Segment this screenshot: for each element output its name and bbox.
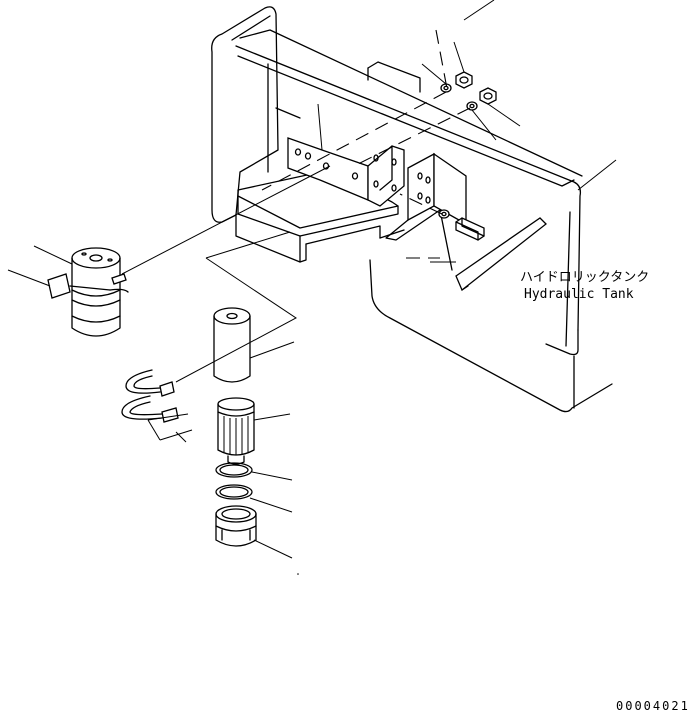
right-bracket xyxy=(385,152,547,292)
tank-label-en: Hydraulic Tank xyxy=(524,287,634,302)
assembly-center-lines xyxy=(261,29,471,259)
o-ring-lower xyxy=(215,484,293,513)
filter-axis-line xyxy=(175,257,297,383)
hex-nut-upper xyxy=(455,71,473,89)
left-bracket xyxy=(287,103,405,207)
pressure-sensor xyxy=(7,245,129,337)
hex-nut-lower xyxy=(479,87,497,105)
washer-bolt xyxy=(438,209,450,219)
filter-head xyxy=(215,505,293,559)
filter-case xyxy=(213,307,295,383)
bolt xyxy=(455,217,485,241)
o-ring-upper xyxy=(215,462,293,481)
drawing-code: 00004021 xyxy=(616,699,690,712)
tank-label-jp: ハイドロリックタンク xyxy=(520,270,649,285)
wire-clips xyxy=(121,369,193,443)
filter-element xyxy=(217,397,291,465)
harness-line xyxy=(121,165,331,275)
hydraulic-tank xyxy=(211,6,617,413)
hardware xyxy=(421,0,521,241)
